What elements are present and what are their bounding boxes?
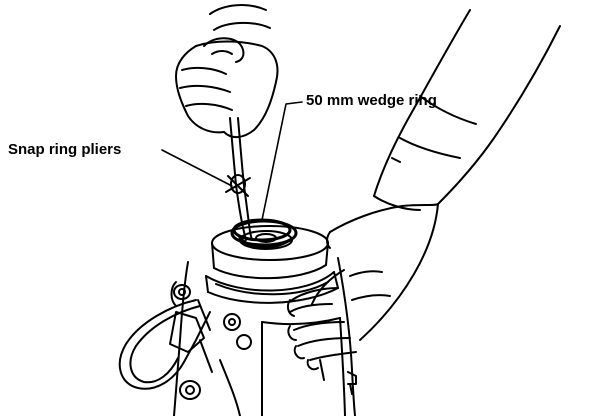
snap-ring-pliers-label: Snap ring pliers [8,141,122,158]
pliers-leader [161,149,233,187]
hose-loop [118,299,211,390]
ring-leader [261,101,303,221]
wedge-ring-label: 50 mm wedge ring [306,92,437,109]
upper-hand [175,4,279,138]
right-arm-sleeve [373,9,561,211]
lower-hand [286,203,439,371]
leader-lines [161,101,303,221]
